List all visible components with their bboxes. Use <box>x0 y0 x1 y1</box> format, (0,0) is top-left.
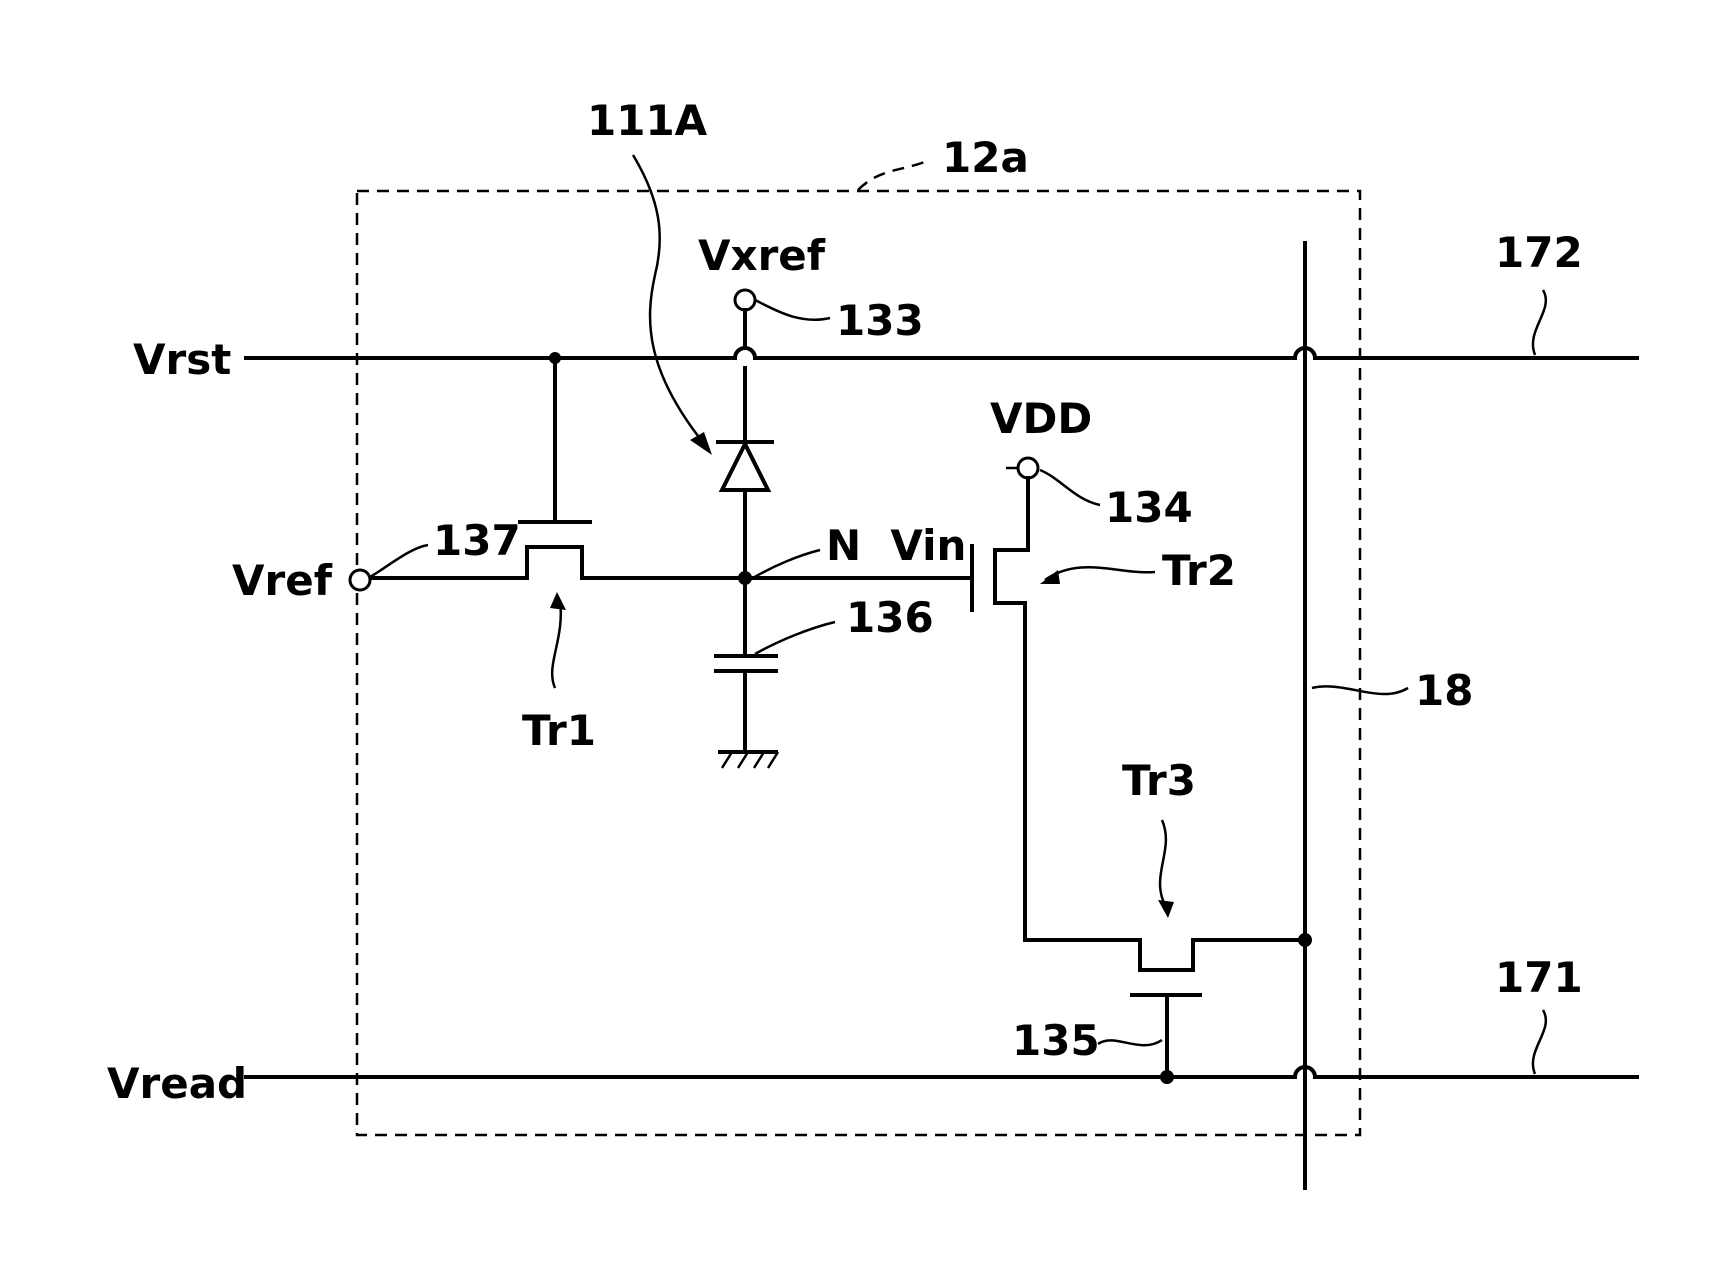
arrow-111a-head <box>690 432 712 455</box>
vrst-line <box>246 348 1637 358</box>
label-18: 18 <box>1415 666 1473 715</box>
arrow-111a <box>633 155 705 445</box>
label-111a: 111A <box>587 96 708 145</box>
tr2-channel <box>995 478 1305 970</box>
leader-133 <box>755 300 830 320</box>
vdd-terminal[interactable] <box>1018 458 1038 478</box>
label-tr3: Tr3 <box>1122 756 1196 805</box>
leader-135 <box>1098 1040 1162 1045</box>
label-node-n-vin: N Vin <box>826 521 966 570</box>
label-vdd: VDD <box>990 394 1092 443</box>
vread-line <box>246 1067 1637 1077</box>
photodiode-111a <box>722 444 768 490</box>
label-vread: Vread <box>107 1059 247 1108</box>
junction-node-n <box>738 571 752 585</box>
vref-terminal[interactable] <box>350 570 370 590</box>
leader-n <box>753 550 820 578</box>
leader-tr2 <box>1045 567 1155 580</box>
label-136: 136 <box>846 593 934 642</box>
junction-vread-tr3 <box>1160 1070 1174 1084</box>
label-172: 172 <box>1495 228 1583 277</box>
label-vrst: Vrst <box>133 335 231 384</box>
leader-12a <box>858 160 930 190</box>
leader-tr3 <box>1160 820 1166 905</box>
label-134: 134 <box>1105 483 1193 532</box>
leader-172 <box>1533 290 1546 355</box>
arrow-tr1-head <box>550 592 566 610</box>
label-12a: 12a <box>942 133 1029 182</box>
arrow-tr3-head <box>1158 900 1174 918</box>
label-137: 137 <box>433 516 521 565</box>
leader-tr1 <box>552 600 561 688</box>
label-vref: Vref <box>232 556 333 605</box>
leader-171 <box>1533 1010 1546 1074</box>
junction-vrst-tr1 <box>549 352 561 364</box>
label-133: 133 <box>836 296 924 345</box>
vxref-terminal[interactable] <box>735 290 755 310</box>
tr1-channel <box>360 547 745 578</box>
leader-136 <box>755 622 835 654</box>
leader-137 <box>370 545 428 577</box>
leader-134 <box>1040 470 1100 505</box>
label-tr1: Tr1 <box>522 706 596 755</box>
ground-symbol <box>720 752 778 768</box>
junction-tr3-line18 <box>1298 933 1312 947</box>
label-vxref: Vxref <box>698 231 826 280</box>
label-171: 171 <box>1495 953 1583 1002</box>
label-135: 135 <box>1012 1016 1100 1065</box>
arrow-tr2-head <box>1040 570 1060 584</box>
label-tr2: Tr2 <box>1162 546 1236 595</box>
